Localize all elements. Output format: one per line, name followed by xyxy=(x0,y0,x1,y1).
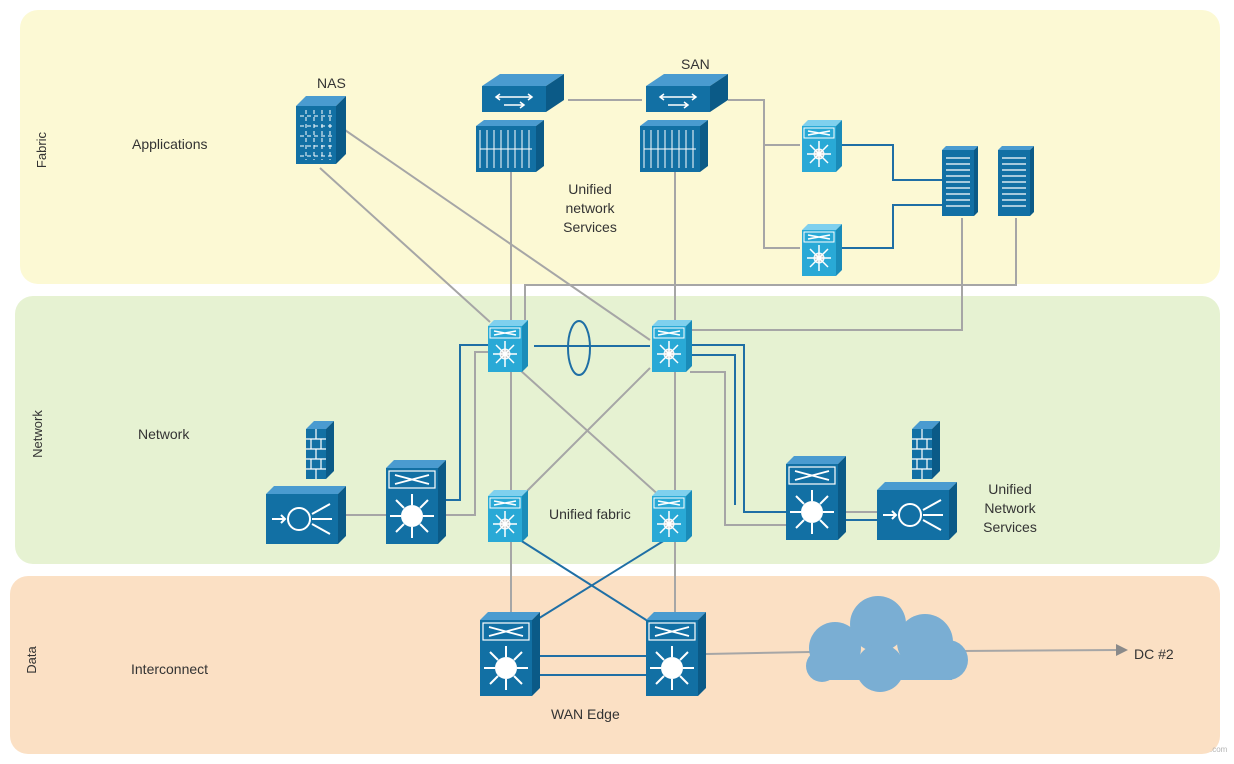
watermark-text: .com xyxy=(1210,745,1228,754)
cloud-icon xyxy=(806,596,968,692)
multilayer-switch-icon[interactable] xyxy=(385,459,447,545)
band-label-data: Data xyxy=(24,646,39,674)
unified-fabric-label: Unified fabric xyxy=(549,506,631,522)
multilayer-switch-icon[interactable] xyxy=(645,611,707,697)
firewall-icon xyxy=(305,420,335,480)
blade-server-icon[interactable] xyxy=(997,145,1035,217)
nexus-switch-icon[interactable] xyxy=(487,489,529,543)
band-title-network: Network xyxy=(138,426,190,442)
nexus-switch-icon[interactable] xyxy=(487,319,529,373)
fabric-band xyxy=(20,10,1220,284)
multilayer-switch-icon[interactable] xyxy=(479,611,541,697)
blade-server-icon[interactable] xyxy=(941,145,979,217)
nexus-switch-icon[interactable] xyxy=(801,119,843,173)
dc2-label: DC #2 xyxy=(1134,646,1174,662)
firewall-icon xyxy=(911,420,941,480)
band-label-network: Network xyxy=(30,410,45,458)
content-switch-icon[interactable] xyxy=(265,485,347,545)
nexus-switch-icon[interactable] xyxy=(801,223,843,277)
network-band xyxy=(15,296,1220,564)
gray-links xyxy=(319,99,1128,656)
nexus-switch-icon[interactable] xyxy=(651,489,693,543)
wan-edge-label: WAN Edge xyxy=(551,706,620,722)
san-label: SAN xyxy=(681,56,710,72)
uns-label-2: Network xyxy=(984,500,1036,516)
uns-label-3: Services xyxy=(983,519,1037,535)
content-switch-icon[interactable] xyxy=(876,481,958,541)
band-label-fabric: Fabric xyxy=(34,131,49,168)
unified-services-label-2: network xyxy=(565,200,615,216)
band-title-applications: Applications xyxy=(132,136,208,152)
multilayer-switch-icon[interactable] xyxy=(785,455,847,541)
nas-label: NAS xyxy=(317,75,346,91)
uns-label-1: Unified xyxy=(988,481,1032,497)
band-title-interconnect: Interconnect xyxy=(131,661,208,677)
blue-links xyxy=(446,144,942,676)
nas-storage-icon[interactable] xyxy=(295,95,347,165)
unified-services-label-3: Services xyxy=(563,219,617,235)
nexus-switch-icon[interactable] xyxy=(651,319,693,373)
unified-services-label-1: Unified xyxy=(568,181,612,197)
